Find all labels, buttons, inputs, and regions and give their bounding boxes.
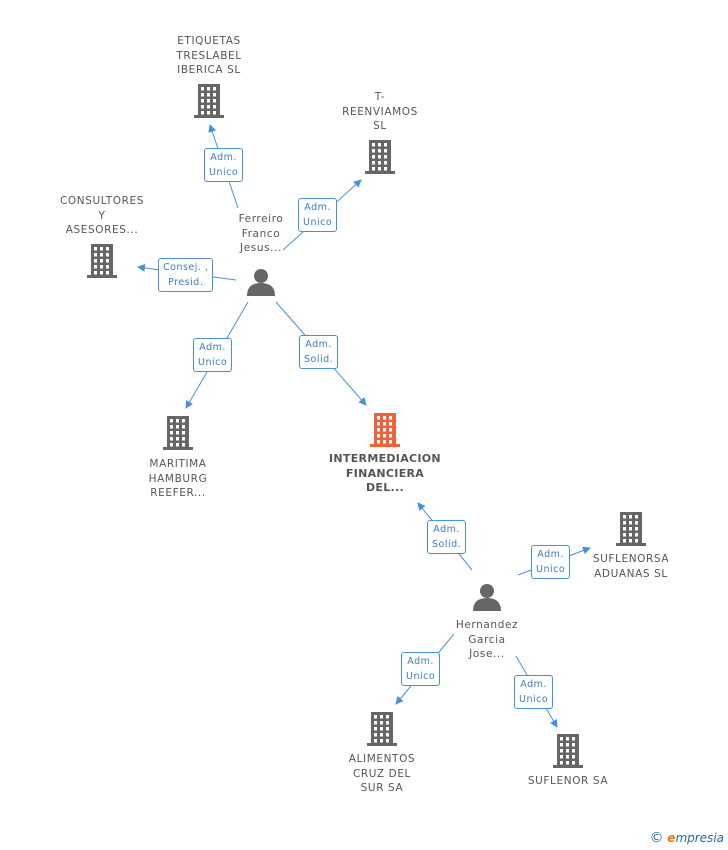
person-icon-hernandez[interactable] — [473, 584, 501, 611]
node-label-maritima[interactable]: MARITIMA HAMBURG REEFER... — [148, 458, 208, 499]
edge-label-hernandez-to-intermediacion[interactable]: Adm. Solid. — [427, 520, 467, 554]
building-icon-suflenor[interactable] — [553, 734, 583, 768]
node-label-intermediacion[interactable]: INTERMEDIACION FINANCIERA DEL... — [329, 452, 441, 494]
person-icon-ferreiro[interactable] — [247, 269, 275, 296]
brand-initial: e — [667, 831, 676, 845]
node-label-ferreiro[interactable]: Ferreiro Franco Jesus... — [238, 213, 284, 254]
building-icon-maritima[interactable] — [163, 416, 193, 450]
building-icon-alimentos[interactable] — [367, 712, 397, 746]
building-icon-consultores[interactable] — [87, 244, 117, 278]
edge-label-ferreiro-to-etiquetas[interactable]: Adm. Unico — [204, 148, 244, 182]
building-icon-suflenorsa[interactable] — [616, 512, 646, 546]
edge-label-hernandez-to-suflenor[interactable]: Adm. Unico — [514, 675, 554, 709]
copyright-symbol: © — [649, 830, 664, 846]
node-label-suflenor[interactable]: SUFLENOR SA — [527, 775, 609, 787]
building-icon-etiquetas[interactable] — [194, 84, 224, 118]
node-label-treenviamos[interactable]: T- REENVIAMOS SL — [342, 91, 418, 132]
edge-label-hernandez-to-suflenorsa[interactable]: Adm. Unico — [531, 545, 571, 579]
edge-label-ferreiro-to-maritima[interactable]: Adm. Unico — [193, 338, 233, 372]
edge-label-hernandez-to-alimentos[interactable]: Adm. Unico — [401, 652, 441, 686]
footer-brand: © empresia — [649, 830, 724, 846]
edge-label-ferreiro-to-treenviamos[interactable]: Adm. Unico — [298, 198, 338, 232]
building-icon-treenviamos[interactable] — [365, 140, 395, 174]
node-label-hernandez[interactable]: Hernandez Garcia Jose... — [455, 619, 519, 660]
node-label-suflenorsa[interactable]: SUFLENORSA ADUANAS SL — [592, 553, 670, 580]
node-label-consultores[interactable]: CONSULTORES Y ASESORES... — [59, 195, 145, 236]
main-building-icon-intermediacion[interactable] — [370, 413, 400, 447]
node-label-alimentos[interactable]: ALIMENTOS CRUZ DEL SUR SA — [348, 753, 416, 794]
edge-label-ferreiro-to-intermediacion[interactable]: Adm. Solid. — [299, 335, 339, 369]
brand-name: mpresia — [675, 831, 724, 845]
edge-label-ferreiro-to-consultores[interactable]: Consej. , Presid. — [158, 258, 214, 292]
node-label-etiquetas[interactable]: ETIQUETAS TRESLABEL IBERICA SL — [176, 35, 242, 76]
